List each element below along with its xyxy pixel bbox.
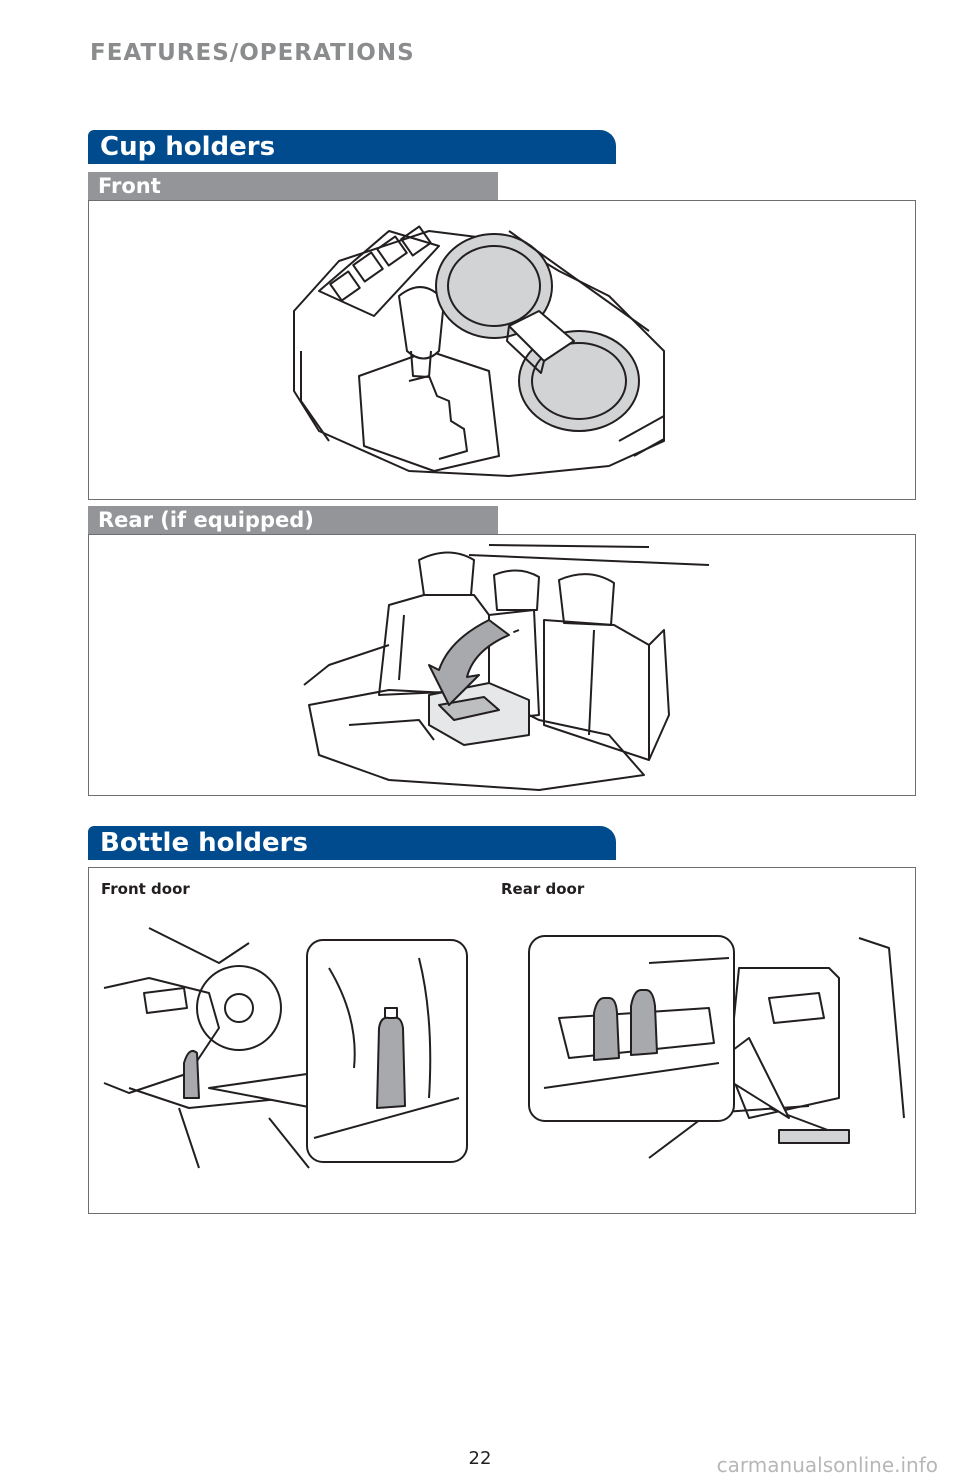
- page-header: FEATURES/OPERATIONS: [90, 40, 415, 66]
- rear-door-caption: Rear door: [501, 880, 585, 898]
- console-cup-holder-drawing: [293, 225, 665, 477]
- rear-subheading: Rear (if equipped): [88, 506, 498, 534]
- bottle-holders-title: Bottle holders: [88, 826, 616, 860]
- bottle-holders-frame: Front door Rear door: [88, 867, 916, 1214]
- rear-armrest-illustration: [88, 534, 916, 796]
- cup-holders-title: Cup holders: [88, 130, 616, 164]
- front-door-caption: Front door: [101, 880, 190, 898]
- rear-seat-armrest-drawing: [303, 544, 710, 791]
- front-subheading: Front: [88, 172, 498, 200]
- watermark: carmanualsonline.info: [716, 1453, 938, 1477]
- door-bottle-holder-drawing: [103, 927, 905, 1169]
- page-number: 22: [468, 1448, 492, 1469]
- front-cup-holder-illustration: [88, 200, 916, 500]
